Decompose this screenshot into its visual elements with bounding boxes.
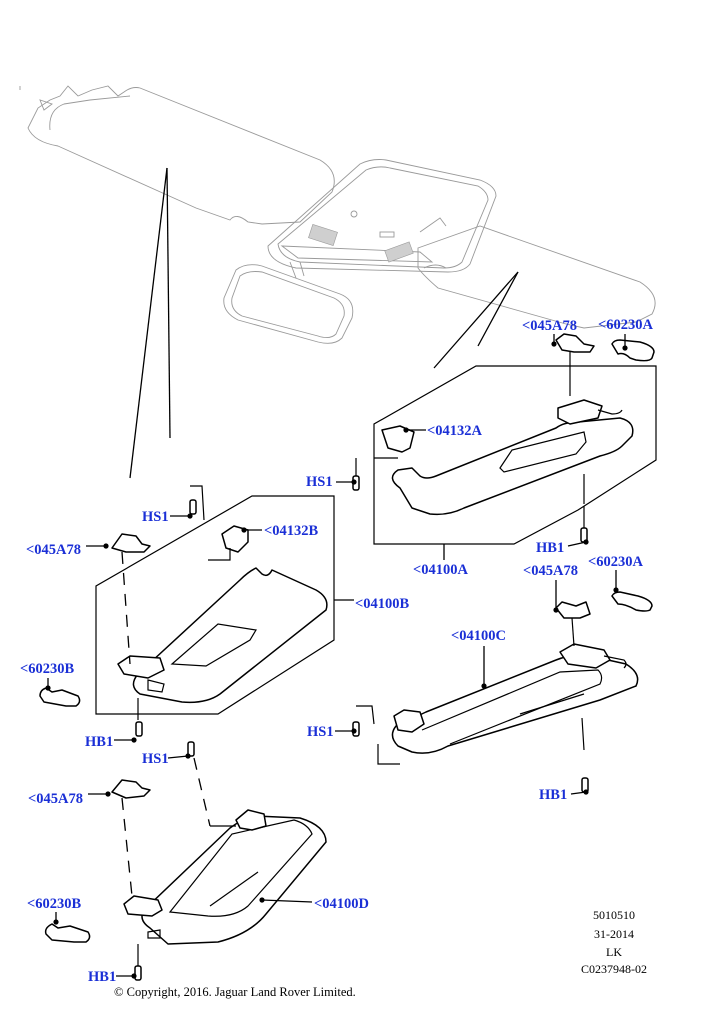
- reference-date: 31-2014: [594, 927, 634, 941]
- callout-leaders: [45, 334, 628, 979]
- callout-60230A[interactable]: <60230A: [598, 317, 653, 333]
- callout-045A78[interactable]: <045A78: [523, 563, 578, 579]
- visor-group-04100C: [352, 591, 653, 793]
- callout-04100C[interactable]: <04100C: [451, 628, 506, 644]
- vehicle-context-illustration: [19, 85, 656, 344]
- callout-HB1[interactable]: HB1: [85, 734, 114, 750]
- callout-04132B[interactable]: <04132B: [264, 523, 319, 539]
- callout-HS1[interactable]: HS1: [142, 751, 169, 767]
- callout-045A78[interactable]: <045A78: [26, 542, 81, 558]
- callout-04100A[interactable]: <04100A: [413, 562, 468, 578]
- callout-HS1[interactable]: HS1: [307, 724, 334, 740]
- callout-HS1[interactable]: HS1: [142, 509, 169, 525]
- callout-HB1[interactable]: HB1: [536, 540, 565, 556]
- visor-group-04100D: [44, 741, 327, 981]
- callout-60230B[interactable]: <60230B: [20, 661, 75, 677]
- callout-60230B[interactable]: <60230B: [27, 896, 82, 912]
- callout-045A78[interactable]: <045A78: [522, 318, 577, 334]
- reference-initials: LK: [606, 945, 622, 959]
- leader-lines: [129, 167, 519, 479]
- callout-04132A[interactable]: <04132A: [427, 423, 482, 439]
- callout-HB1[interactable]: HB1: [539, 787, 568, 803]
- callout-04100D[interactable]: <04100D: [314, 896, 369, 912]
- copyright-notice: © Copyright, 2016. Jaguar Land Rover Lim…: [114, 985, 356, 999]
- drawing-number: C0237948-02: [581, 962, 647, 976]
- callout-HB1[interactable]: HB1: [88, 969, 117, 985]
- callout-60230A[interactable]: <60230A: [588, 554, 643, 570]
- callout-HS1[interactable]: HS1: [306, 474, 333, 490]
- visor-group-04100A: [352, 333, 657, 545]
- reference-code: 5010510: [593, 908, 635, 922]
- callout-045A78[interactable]: <045A78: [28, 791, 83, 807]
- visor-group-04100B: [39, 485, 335, 737]
- callout-04100B[interactable]: <04100B: [355, 596, 410, 612]
